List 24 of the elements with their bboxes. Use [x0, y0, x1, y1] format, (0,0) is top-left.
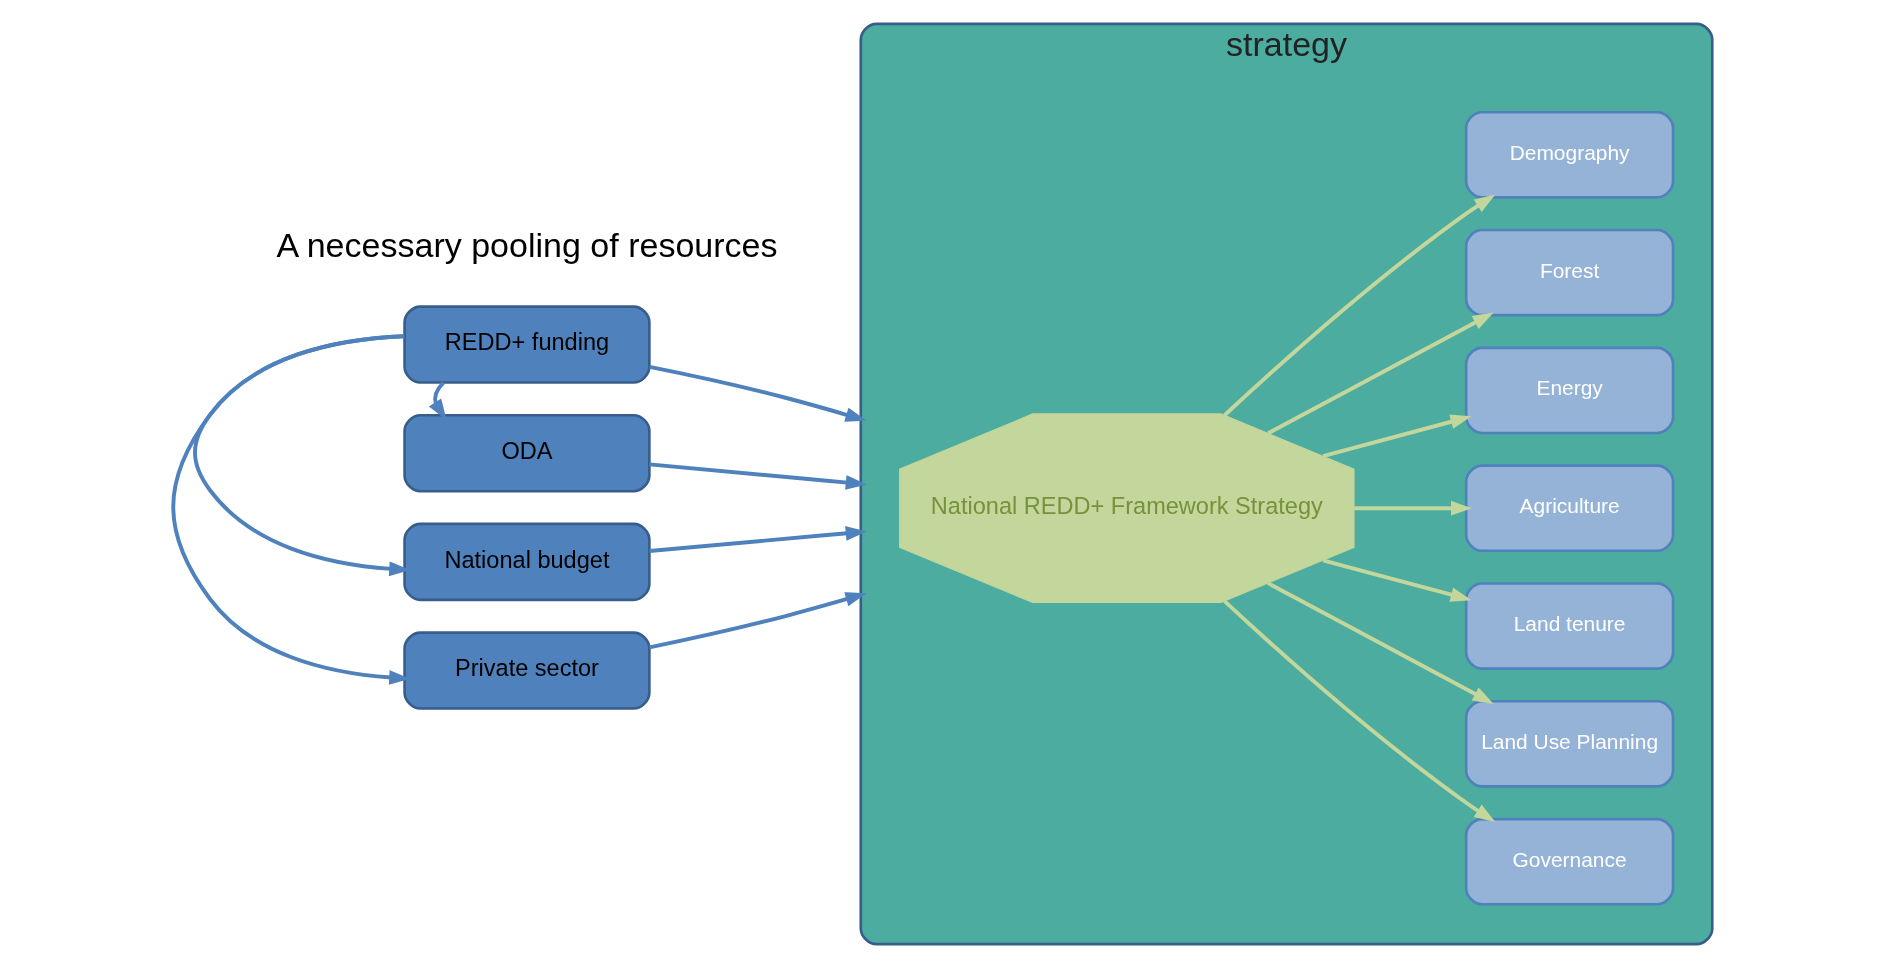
arrow: [648, 462, 867, 490]
arrow: [648, 592, 866, 650]
arrow: [1322, 414, 1472, 458]
arrow: [428, 381, 446, 420]
arrow: [1353, 500, 1472, 516]
arrow: [1266, 312, 1494, 436]
node-box: National budget: [402, 522, 651, 602]
arrow: [1266, 581, 1494, 704]
arrow: [1222, 194, 1495, 417]
label: A necessary pooling of resources: [275, 226, 778, 265]
arrow: [648, 526, 867, 553]
arrow: [648, 364, 866, 422]
node-box: Agriculture: [1464, 464, 1674, 553]
node-box: Governance: [1464, 817, 1674, 906]
node-box: REDD+ funding: [402, 305, 651, 384]
node-box: Private sector: [402, 631, 651, 710]
arrow: [1222, 599, 1495, 823]
node-box: Demography: [1464, 110, 1674, 199]
node-box: Land Use Planning: [1464, 700, 1674, 788]
node-box: Energy: [1464, 346, 1674, 435]
node-box: Land tenure: [1464, 582, 1674, 670]
node-box: ODA: [402, 413, 651, 493]
node-box: Forest: [1464, 228, 1674, 317]
arrow: [1322, 558, 1472, 602]
